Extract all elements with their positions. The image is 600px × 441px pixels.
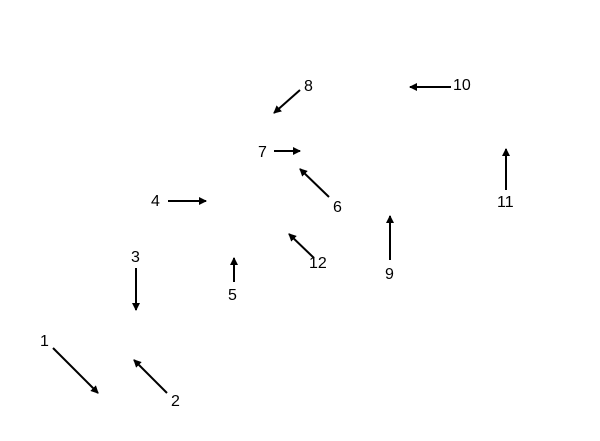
arrow-6: 6 (299, 168, 342, 216)
arrow-label-6: 6 (333, 199, 342, 216)
arrow-label-7: 7 (258, 144, 267, 161)
arrow-1: 1 (40, 333, 99, 394)
arrow-label-12: 12 (309, 255, 327, 272)
arrow-label-5: 5 (228, 287, 237, 304)
arrow-9: 9 (385, 215, 394, 283)
arrow-12: 12 (288, 233, 327, 272)
arrow-label-2: 2 (171, 393, 180, 410)
arrow-label-3: 3 (131, 249, 140, 266)
arrow-5: 5 (228, 257, 238, 304)
arrow-10: 10 (409, 77, 471, 94)
arrow-label-4: 4 (151, 193, 160, 210)
arrow-3: 3 (131, 249, 140, 311)
arrow-label-1: 1 (40, 333, 49, 350)
arrow-label-9: 9 (385, 266, 394, 283)
arrow-2: 2 (133, 359, 180, 410)
arrow-label-10: 10 (453, 77, 471, 94)
arrow-label-8: 8 (304, 78, 313, 95)
arrow-label-11: 11 (497, 194, 514, 211)
arrow-4: 4 (151, 193, 207, 210)
arrow-7: 7 (258, 144, 301, 161)
arrow-11: 11 (497, 148, 514, 211)
arrow-8: 8 (273, 78, 313, 114)
